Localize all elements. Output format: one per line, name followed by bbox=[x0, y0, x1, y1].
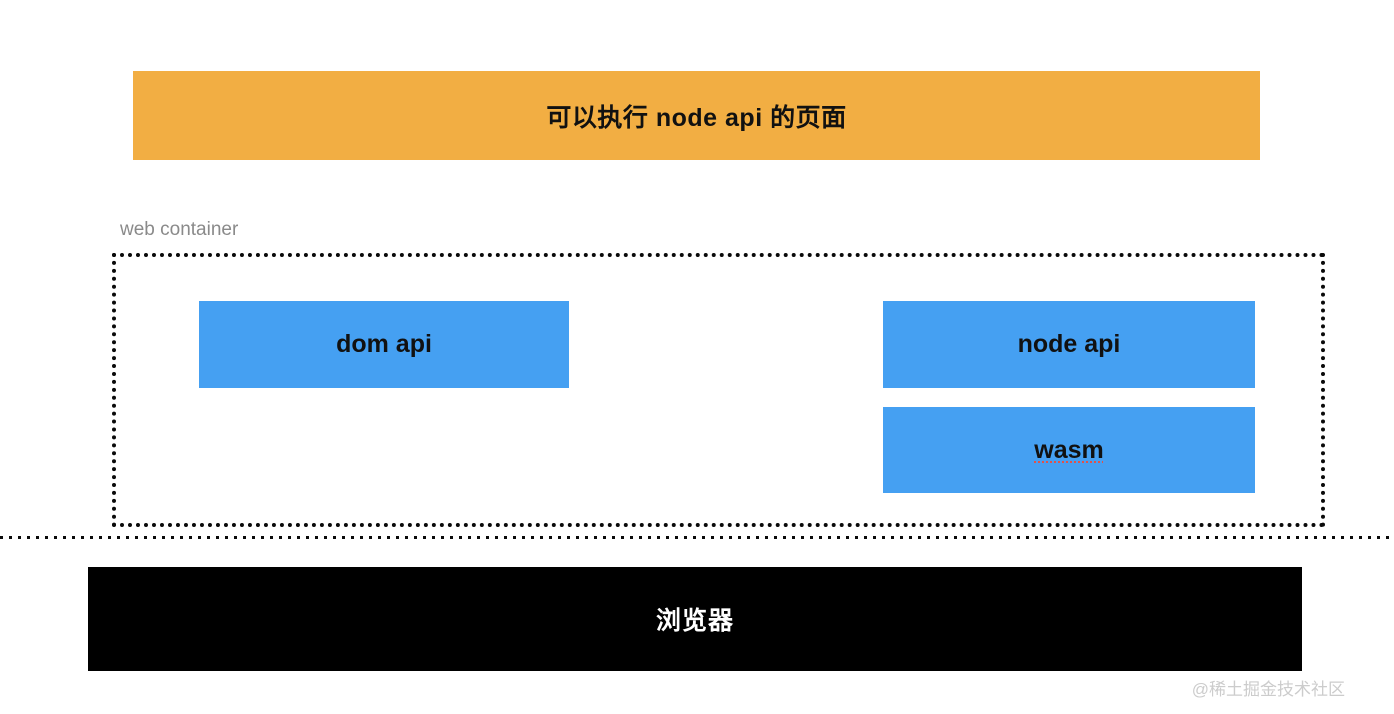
browser-bar-label: 浏览器 bbox=[655, 607, 734, 635]
dom-api-box-label: dom api bbox=[336, 330, 432, 358]
dom-api-box: dom api bbox=[199, 301, 569, 388]
browser-boundary-dotted-line bbox=[0, 536, 1394, 539]
web-container-label: web container bbox=[120, 219, 239, 240]
wasm-box: wasm bbox=[883, 407, 1255, 493]
browser-bar: 浏览器 bbox=[88, 567, 1302, 671]
node-api-box-label: node api bbox=[1017, 330, 1121, 358]
watermark: @稀土掘金技术社区 bbox=[1191, 680, 1345, 699]
node-api-page-banner: 可以执行 node api 的页面 bbox=[133, 71, 1260, 160]
web-container-box: dom api node api wasm bbox=[112, 253, 1325, 527]
node-api-box: node api bbox=[883, 301, 1255, 388]
wasm-box-label: wasm bbox=[1034, 435, 1104, 464]
node-api-page-banner-label: 可以执行 node api 的页面 bbox=[546, 103, 847, 132]
